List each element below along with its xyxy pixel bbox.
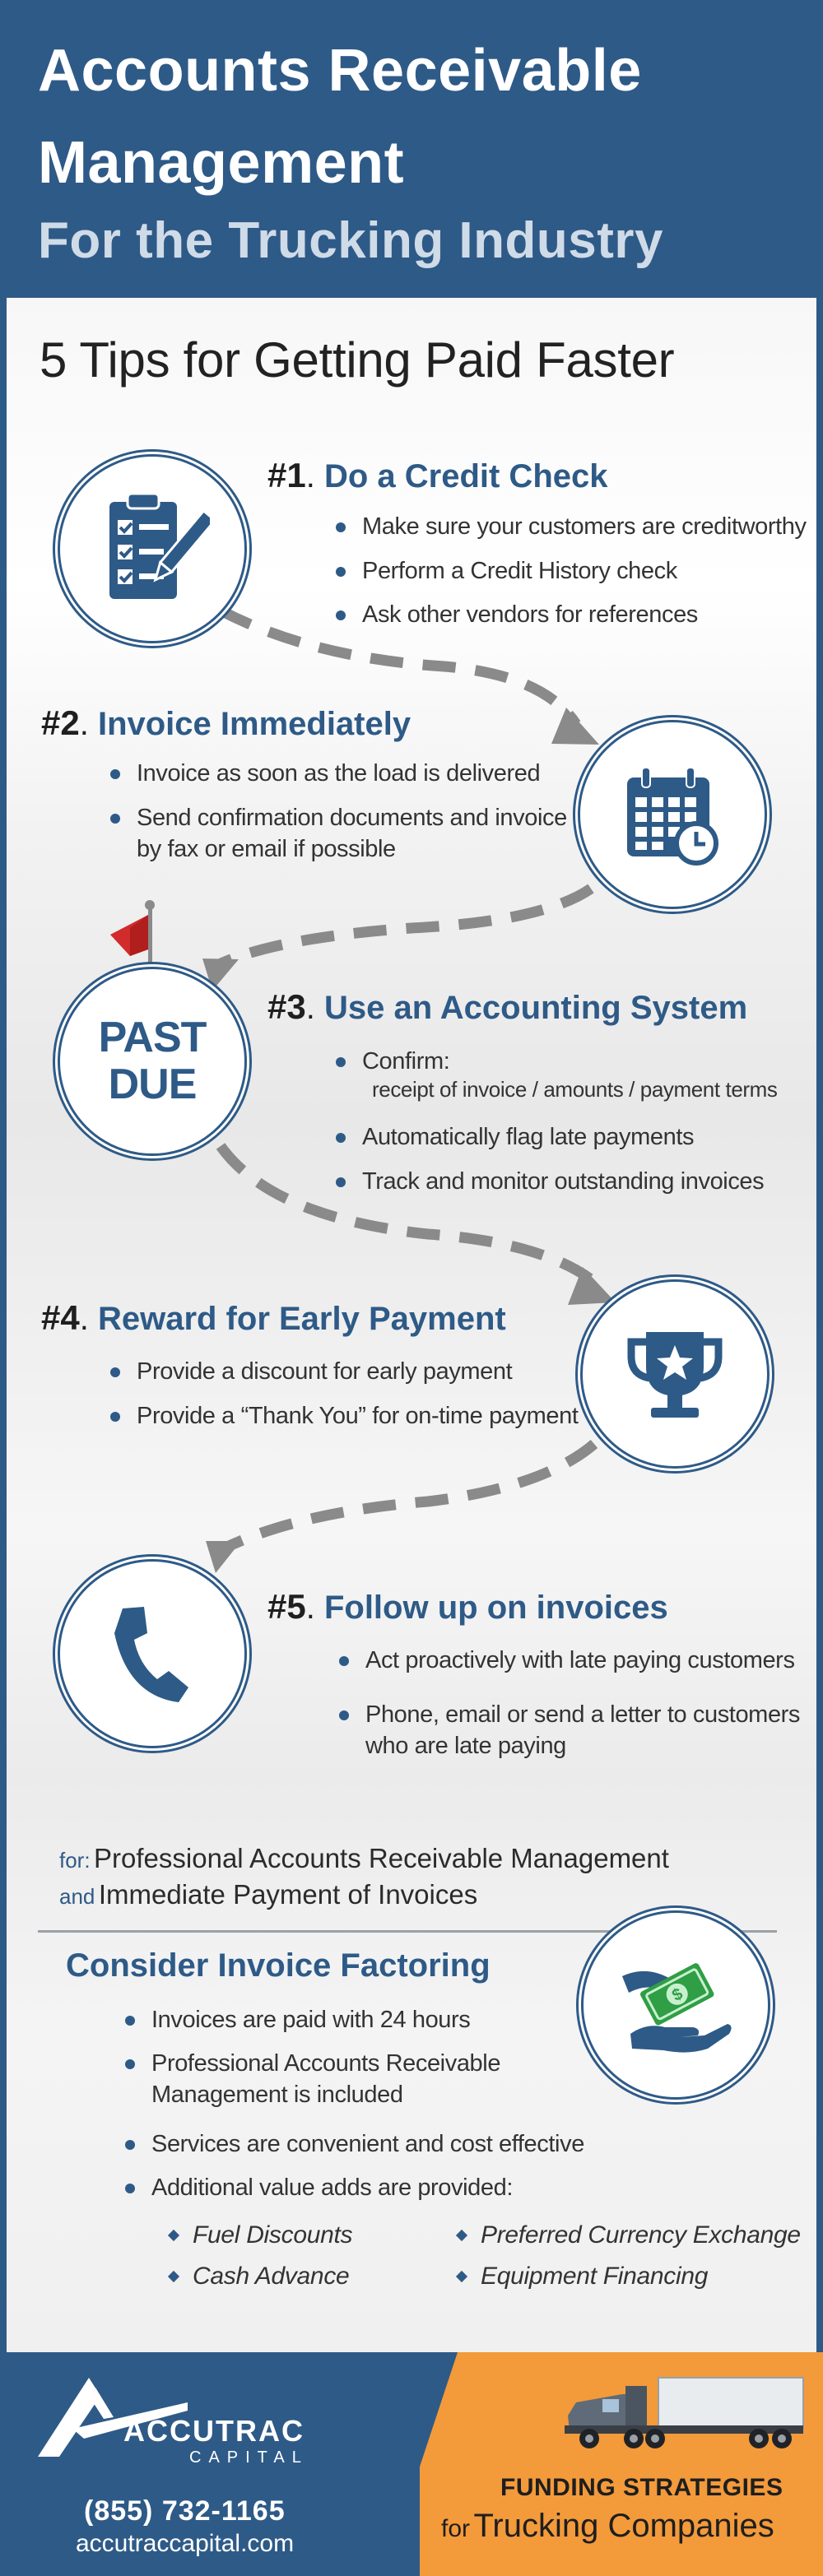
tip-2-bullet-2: Send confirmation documents and invoice [110, 803, 567, 833]
website-link[interactable]: accutraccapital.com [76, 2530, 295, 2557]
section-divider [38, 1930, 777, 1933]
tip-1-bullet-1: Make sure your customers are creditworth… [336, 512, 807, 542]
tip-5-bullet-3: who are late paying [365, 1733, 566, 1759]
tip-3-bullet-3: Track and monitor outstanding invoices [335, 1167, 765, 1197]
consider-bullet-4: Additional value adds are provided: [124, 2173, 513, 2203]
tip-3-icon-circle: PAST DUE [58, 967, 247, 1156]
tip-2-icon-circle [578, 720, 767, 909]
subtitle: For the Trucking Industry [38, 212, 664, 269]
accutrac-logo-icon [38, 2378, 188, 2457]
consider-icon-circle: $ [581, 1910, 770, 2100]
trucking-companies-text: for Trucking Companies [441, 2508, 774, 2544]
header-banner: Accounts Receivable Management For the T… [0, 0, 823, 298]
tip-1-title: #1. Do a Credit Check [267, 456, 608, 494]
tip-5-bullet-2: Phone, email or send a letter to custome… [338, 1700, 800, 1730]
value-add-fuel: Fuel Discounts [193, 2221, 353, 2249]
footer-brand-panel [0, 2352, 420, 2576]
tip-2-bullet-3: by fax or email if possible [137, 836, 396, 862]
tip-1-bullet-3: Ask other vendors for references [336, 600, 698, 630]
value-add-currency: Preferred Currency Exchange [481, 2221, 801, 2249]
semi-truck-icon [565, 2377, 804, 2448]
for-line: for: Professional Accounts Receivable Ma… [59, 1843, 669, 1873]
tip-3-bullet-2: Automatically flag late payments [335, 1122, 694, 1153]
tip-2-title: #2. Invoice Immediately [41, 703, 412, 742]
value-add-equipment: Equipment Financing [481, 2263, 709, 2290]
phone-number[interactable]: (855) 732-1165 [84, 2495, 286, 2527]
tip-5-bullet-1: Act proactively with late paying custome… [339, 1645, 795, 1676]
trophy-star-icon [627, 1332, 723, 1418]
value-add-cash: Cash Advance [193, 2263, 350, 2290]
tip-4-title: #4. Reward for Early Payment [41, 1298, 506, 1337]
title-line-2: Management [38, 130, 405, 196]
consider-title: Consider Invoice Factoring [66, 1947, 491, 1984]
consider-bullet-2: Professional Accounts Receivable [124, 2049, 500, 2079]
tip-4-bullet-1: Provide a discount for early payment [109, 1357, 513, 1387]
tip-3-bullet-1-detail: receipt of invoice / amounts / payment t… [372, 1077, 778, 1102]
and-line: and Immediate Payment of Invoices [59, 1879, 478, 1910]
footer-diagonal [384, 2352, 458, 2576]
tip-1-icon-circle [58, 454, 247, 643]
main-title: 5 Tips for Getting Paid Faster [40, 332, 675, 388]
brand-name: ACCUTRAC [123, 2414, 305, 2448]
phone-handset-icon [114, 1607, 188, 1702]
calendar-clock-icon [627, 767, 718, 866]
funding-strategies-text: FUNDING STRATEGIES [500, 2474, 783, 2501]
consider-bullet-1: Invoices are paid with 24 hours [124, 2005, 471, 2035]
tip-5-icon-circle [58, 1559, 247, 1748]
tip-1-bullet-2: Perform a Credit History check [336, 556, 677, 587]
tip-5-title: #5. Follow up on invoices [267, 1587, 668, 1626]
title-line-1: Accounts Receivable [38, 38, 642, 104]
brand-sub: CAPITAL [189, 2448, 309, 2467]
consider-bullet-3: Services are convenient and cost effecti… [125, 2129, 584, 2160]
consider-bullet-2b: Management is included [151, 2082, 403, 2108]
tip-2-bullet-1: Invoice as soon as the load is delivered [109, 759, 541, 789]
checklist-icon [109, 492, 210, 599]
money-hands-icon: $ [622, 1963, 732, 2053]
tip-3-bullet-1: Confirm: [335, 1047, 450, 1077]
tip-4-icon-circle [580, 1279, 770, 1469]
past-due-stamp: PAST DUE [98, 1013, 207, 1108]
tip-4-bullet-2: Provide a “Thank You” for on-time paymen… [110, 1401, 579, 1432]
tip-3-title: #3. Use an Accounting System [267, 987, 748, 1026]
red-flag-icon [110, 900, 155, 1010]
